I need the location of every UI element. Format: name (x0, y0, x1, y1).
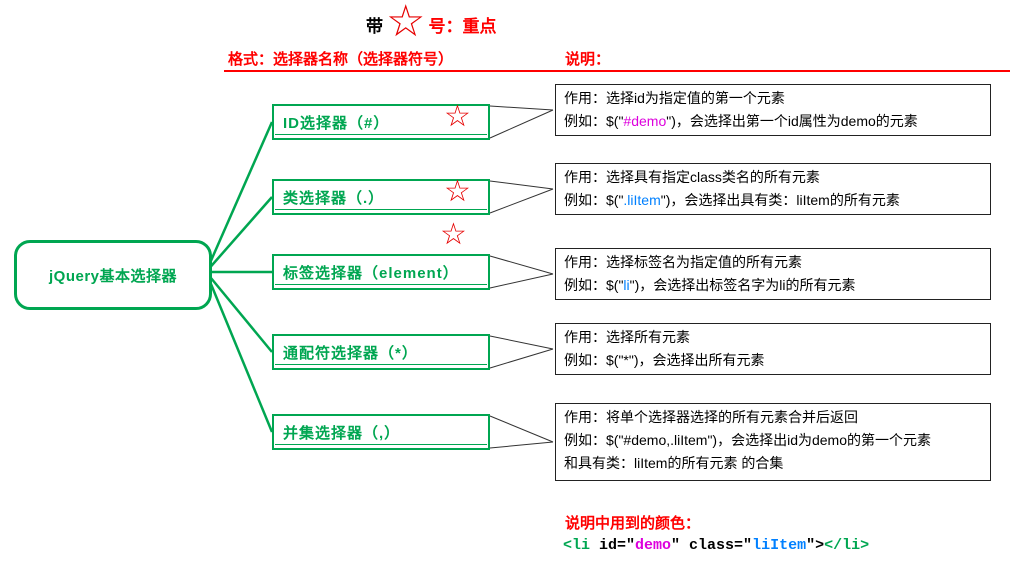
branch-box-union-selector: 并集选择器（,） (272, 414, 490, 450)
title-prefix: 带 (366, 16, 383, 36)
branch-box-tag-selector: 标签选择器（element） (272, 254, 490, 290)
desc-line: 例如：$("li")，会选择出标签名字为li的所有元素 (564, 277, 856, 293)
desc-line: 例如：$("*")，会选择出所有元素 (564, 352, 765, 368)
header-description-label: 说明： (565, 51, 611, 68)
branch-desc-funnels (489, 105, 554, 449)
desc-box-wildcard-selector: 作用：选择所有元素 例如：$("*")，会选择出所有元素 (555, 323, 991, 375)
desc-box-union-selector: 作用：将单个选择器选择的所有元素合并后返回 例如：$("#demo,.liIte… (555, 403, 991, 481)
desc-line: 例如：$(".liItem")，会选择出具有类：liItem的所有元素 (564, 192, 900, 208)
branch-box-inner-line (275, 209, 487, 210)
root-node: jQuery基本选择器 (14, 240, 212, 310)
branch-label: 并集选择器（,） (283, 424, 401, 442)
desc-line: 作用：选择id为指定值的第一个元素 (564, 90, 785, 106)
desc-line: 作用：选择所有元素 (564, 329, 690, 345)
branch-box-id-selector: ID选择器（#） (272, 104, 490, 140)
branch-box-inner-line (275, 444, 487, 445)
branch-box-inner-line (275, 364, 487, 365)
desc-box-class-selector: 作用：选择具有指定class类名的所有元素 例如：$(".liItem")，会选… (555, 163, 991, 215)
star-icon: ☆ (444, 174, 471, 209)
branch-box-class-selector: 类选择器（.） (272, 179, 490, 215)
title-suffix: 号：重点 (428, 16, 497, 36)
desc-box-id-selector: 作用：选择id为指定值的第一个元素 例如：$("#demo")，会选择出第一个i… (555, 84, 991, 136)
star-icon: ☆ (386, 0, 426, 47)
star-icon: ☆ (440, 217, 467, 252)
branch-box-wildcard-selector: 通配符选择器（*） (272, 334, 490, 370)
branch-label: 标签选择器（element） (283, 264, 459, 282)
desc-line: 作用：选择标签名为指定值的所有元素 (564, 254, 802, 270)
desc-line: 例如：$("#demo,.liItem")，会选择出id为demo的第一个元素 (564, 432, 932, 448)
branch-label: 通配符选择器（*） (283, 344, 418, 362)
desc-line: 作用：将单个选择器选择的所有元素合并后返回 (564, 409, 858, 425)
header-underline (224, 70, 1010, 72)
legend-code-sample: <li id="demo" class="liItem"></li> (563, 537, 870, 554)
header-format-label: 格式：选择器名称（选择器符号） (228, 51, 454, 68)
diagram-title: 带 ☆ 号：重点 (366, 0, 497, 44)
desc-line: 例如：$("#demo")，会选择出第一个id属性为demo的元素 (564, 113, 918, 129)
star-icon: ☆ (444, 99, 471, 134)
desc-box-tag-selector: 作用：选择标签名为指定值的所有元素 例如：$("li")，会选择出标签名字为li… (555, 248, 991, 300)
desc-line: 作用：选择具有指定class类名的所有元素 (564, 169, 820, 185)
desc-line: 和具有类：liItem的所有元素 的合集 (564, 455, 784, 471)
branch-label: ID选择器（#） (283, 114, 390, 132)
branch-box-inner-line (275, 134, 487, 135)
branch-box-inner-line (275, 284, 487, 285)
root-branch-connectors (204, 121, 274, 433)
legend-title: 说明中用到的颜色： (565, 515, 701, 532)
root-node-label: jQuery基本选择器 (48, 267, 178, 285)
branch-label: 类选择器（.） (283, 189, 385, 207)
